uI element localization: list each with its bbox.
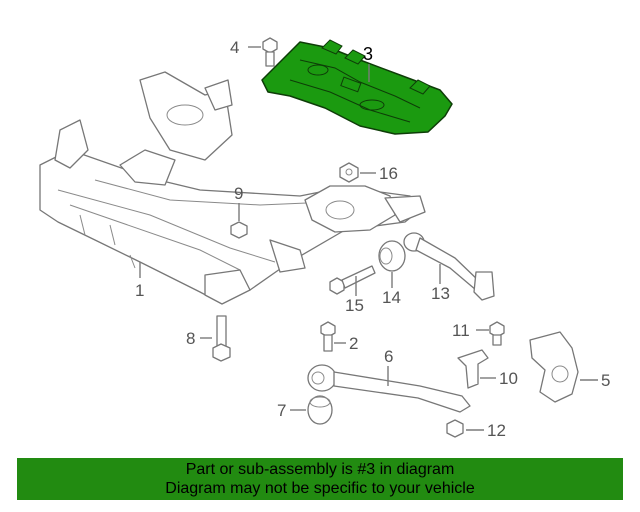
callout-11: 11 xyxy=(452,321,470,340)
callout-7: 7 xyxy=(277,401,286,420)
bolt-part-15 xyxy=(329,265,376,295)
callout-14: 14 xyxy=(382,288,401,307)
nut-part-16 xyxy=(339,162,359,183)
callout-15: 15 xyxy=(345,296,364,315)
callout-3[interactable]: 3 xyxy=(363,44,373,64)
banner-line-1: Part or sub-assembly is #3 in diagram xyxy=(185,461,455,478)
callout-10: 10 xyxy=(499,369,518,388)
callout-12: 12 xyxy=(487,421,506,440)
lower-arm-part-6 xyxy=(307,364,471,413)
bolt-part-4 xyxy=(262,37,278,67)
banner-line-2: Diagram may not be specific to your vehi… xyxy=(165,480,475,497)
bolt-part-8 xyxy=(212,315,231,362)
callout-4: 4 xyxy=(230,38,239,57)
control-arm-part-13 xyxy=(403,232,495,301)
callout-5: 5 xyxy=(601,371,610,390)
nut-part-12 xyxy=(446,419,464,438)
callout-2: 2 xyxy=(349,334,358,353)
bushing-part-7 xyxy=(307,395,333,425)
nut-part-9 xyxy=(230,221,248,239)
callout-8: 8 xyxy=(186,329,195,348)
callout-16: 16 xyxy=(379,164,398,183)
callout-9: 9 xyxy=(234,184,243,203)
ball-joint-part-10 xyxy=(457,349,489,389)
knuckle-part-5 xyxy=(529,331,579,403)
callout-1: 1 xyxy=(135,281,144,300)
info-banner: Part or sub-assembly is #3 in diagram Di… xyxy=(17,458,623,500)
callouts: 1 2 3 4 5 6 7 8 9 10 11 12 13 14 15 16 xyxy=(135,38,610,440)
callout-6: 6 xyxy=(384,347,393,366)
parts-diagram: 1 2 3 4 5 6 7 8 9 10 11 12 13 14 15 16 xyxy=(39,37,610,440)
subframe-part-1 xyxy=(39,71,426,305)
bolt-part-2 xyxy=(320,321,336,352)
callout-13: 13 xyxy=(431,284,450,303)
crossmember-brace-part-3[interactable] xyxy=(261,39,453,135)
bolt-part-11 xyxy=(489,321,505,346)
bushing-part-14 xyxy=(378,240,406,272)
leader-lines xyxy=(139,46,598,431)
